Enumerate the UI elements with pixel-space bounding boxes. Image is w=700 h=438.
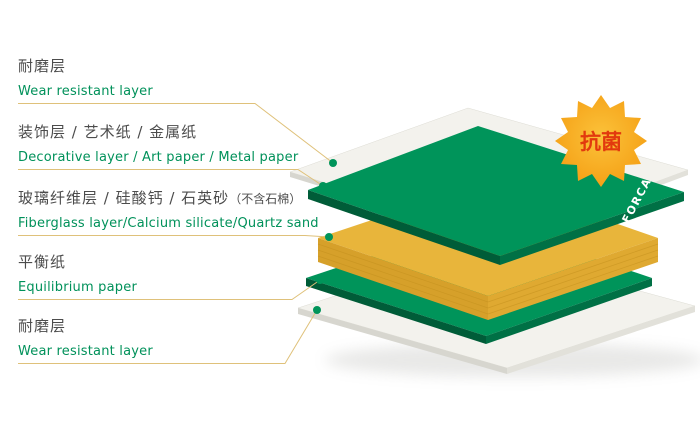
label-wear-bottom-en: Wear resistant layer [18, 344, 153, 359]
callout-dot-fiberglass [325, 233, 333, 241]
antibacterial-badge: 抗菌 [555, 95, 647, 187]
callout-dot-decorative [319, 182, 327, 190]
label-wear-top-en: Wear resistant layer [18, 84, 153, 99]
leader-lines [18, 103, 334, 364]
callout-dot-equilibrium [316, 276, 324, 284]
layer-decorative-shape: FORCA [308, 126, 684, 265]
label-decorative-zh: 装饰层 / 艺术纸 / 金属纸 [18, 123, 198, 141]
fiberglass-lamination-line [317, 243, 659, 303]
label-equilibrium-en: Equilibrium paper [18, 280, 137, 295]
layer-wear-bottom-right-face [507, 306, 695, 374]
layer-wear-bottom-left-face [298, 308, 507, 374]
leader-line-wear-top [18, 103, 334, 164]
layer-decorative-left-face [308, 190, 500, 265]
callout-dot-wear-bottom [313, 306, 321, 314]
callout-dot-wear-top [329, 159, 337, 167]
label-fiberglass-zh: 玻璃纤维层 / 硅酸钙 / 石英砂（不含石棉） [18, 187, 301, 208]
fiberglass-lamination-line [317, 249, 659, 309]
label-wear-top-zh: 耐磨层 [18, 57, 67, 75]
layer-equilibrium-right-face [486, 278, 652, 344]
leader-line-decorative [18, 169, 324, 187]
badge-label: 抗菌 [580, 130, 622, 154]
label-wear-bottom-zh: 耐磨层 [18, 317, 67, 335]
leader-line-wear-bottom [18, 309, 318, 364]
leader-line-equilibrium [18, 279, 321, 300]
layer-equilibrium-left-face [306, 278, 486, 344]
fiberglass-lamination-line [317, 255, 659, 315]
label-fiberglass-zh-text: 玻璃纤维层 / 硅酸钙 / 石英砂 [18, 189, 230, 207]
label-fiberglass-en: Fiberglass layer/Calcium silicate/Quartz… [18, 216, 319, 231]
starburst-icon [555, 95, 647, 187]
label-decorative-en: Decorative layer / Art paper / Metal pap… [18, 150, 299, 165]
label-equilibrium-zh: 平衡纸 [18, 253, 67, 271]
leader-line-fiberglass [18, 235, 330, 238]
callout-dots [313, 159, 337, 314]
layer-decorative-top-face [308, 126, 684, 256]
label-fiberglass-zh-note: （不含石棉） [229, 192, 302, 206]
layer-decorative-right-face [500, 192, 684, 265]
